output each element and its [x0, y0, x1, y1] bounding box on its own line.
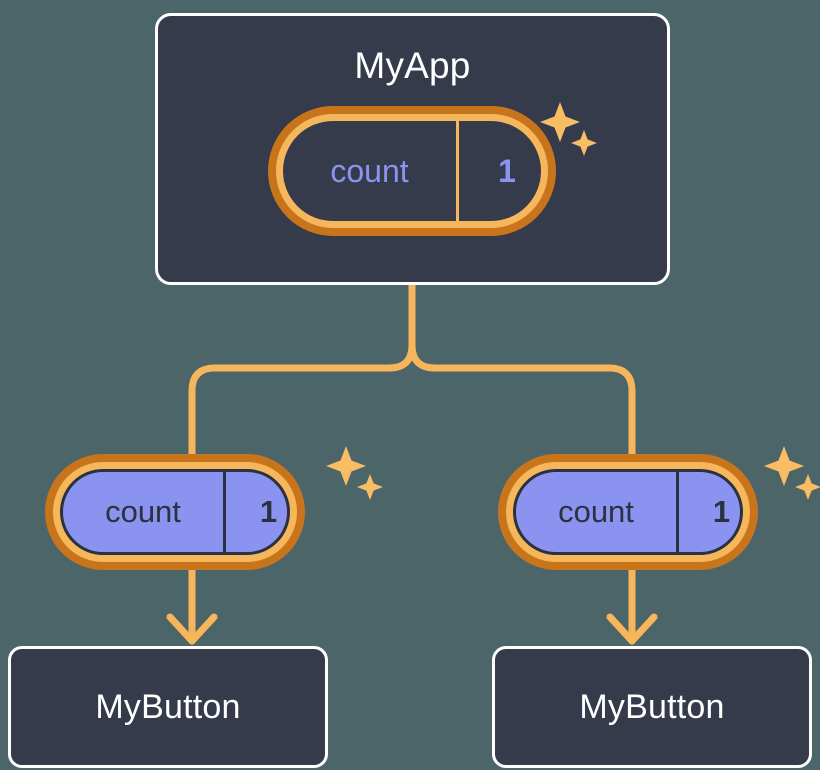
sparkle-icon	[764, 446, 820, 500]
state-pill-body: count 1	[283, 121, 541, 221]
state-value-myapp: 1	[456, 121, 541, 221]
component-title-button-right: MyButton	[579, 688, 725, 726]
component-title-myapp: MyApp	[354, 45, 471, 86]
state-pill-branch-left[interactable]: count 1	[45, 454, 305, 570]
state-pill-body: count 1	[513, 469, 743, 555]
state-pill-branch-right[interactable]: count 1	[498, 454, 758, 570]
sparkle-large-icon	[326, 446, 366, 486]
state-key-myapp: count	[330, 152, 409, 189]
sparkle-large-icon	[764, 446, 804, 486]
state-key-branch-left: count	[105, 494, 181, 529]
state-value-branch-left: 1	[223, 472, 287, 552]
connector-arrow-right-head	[606, 613, 658, 645]
state-pill-ring: count 1	[268, 106, 556, 236]
state-value-branch-right: 1	[676, 472, 740, 552]
connector-branch-right	[408, 341, 636, 466]
sparkle-icon	[326, 446, 383, 500]
state-pill-ring: count 1	[45, 454, 305, 570]
connector-branch-left	[188, 341, 416, 466]
state-pill-myapp[interactable]: count 1	[268, 106, 556, 236]
sparkle-small-icon	[795, 474, 820, 500]
sparkle-small-icon	[357, 474, 383, 500]
component-card-button-right[interactable]: MyButton	[492, 646, 812, 768]
component-title-button-left: MyButton	[95, 688, 241, 726]
component-card-button-left[interactable]: MyButton	[8, 646, 328, 768]
connector-arrow-left-head	[166, 613, 218, 645]
state-key-branch-right: count	[558, 494, 634, 529]
state-pill-body: count 1	[60, 469, 290, 555]
state-pill-ring: count 1	[498, 454, 758, 570]
